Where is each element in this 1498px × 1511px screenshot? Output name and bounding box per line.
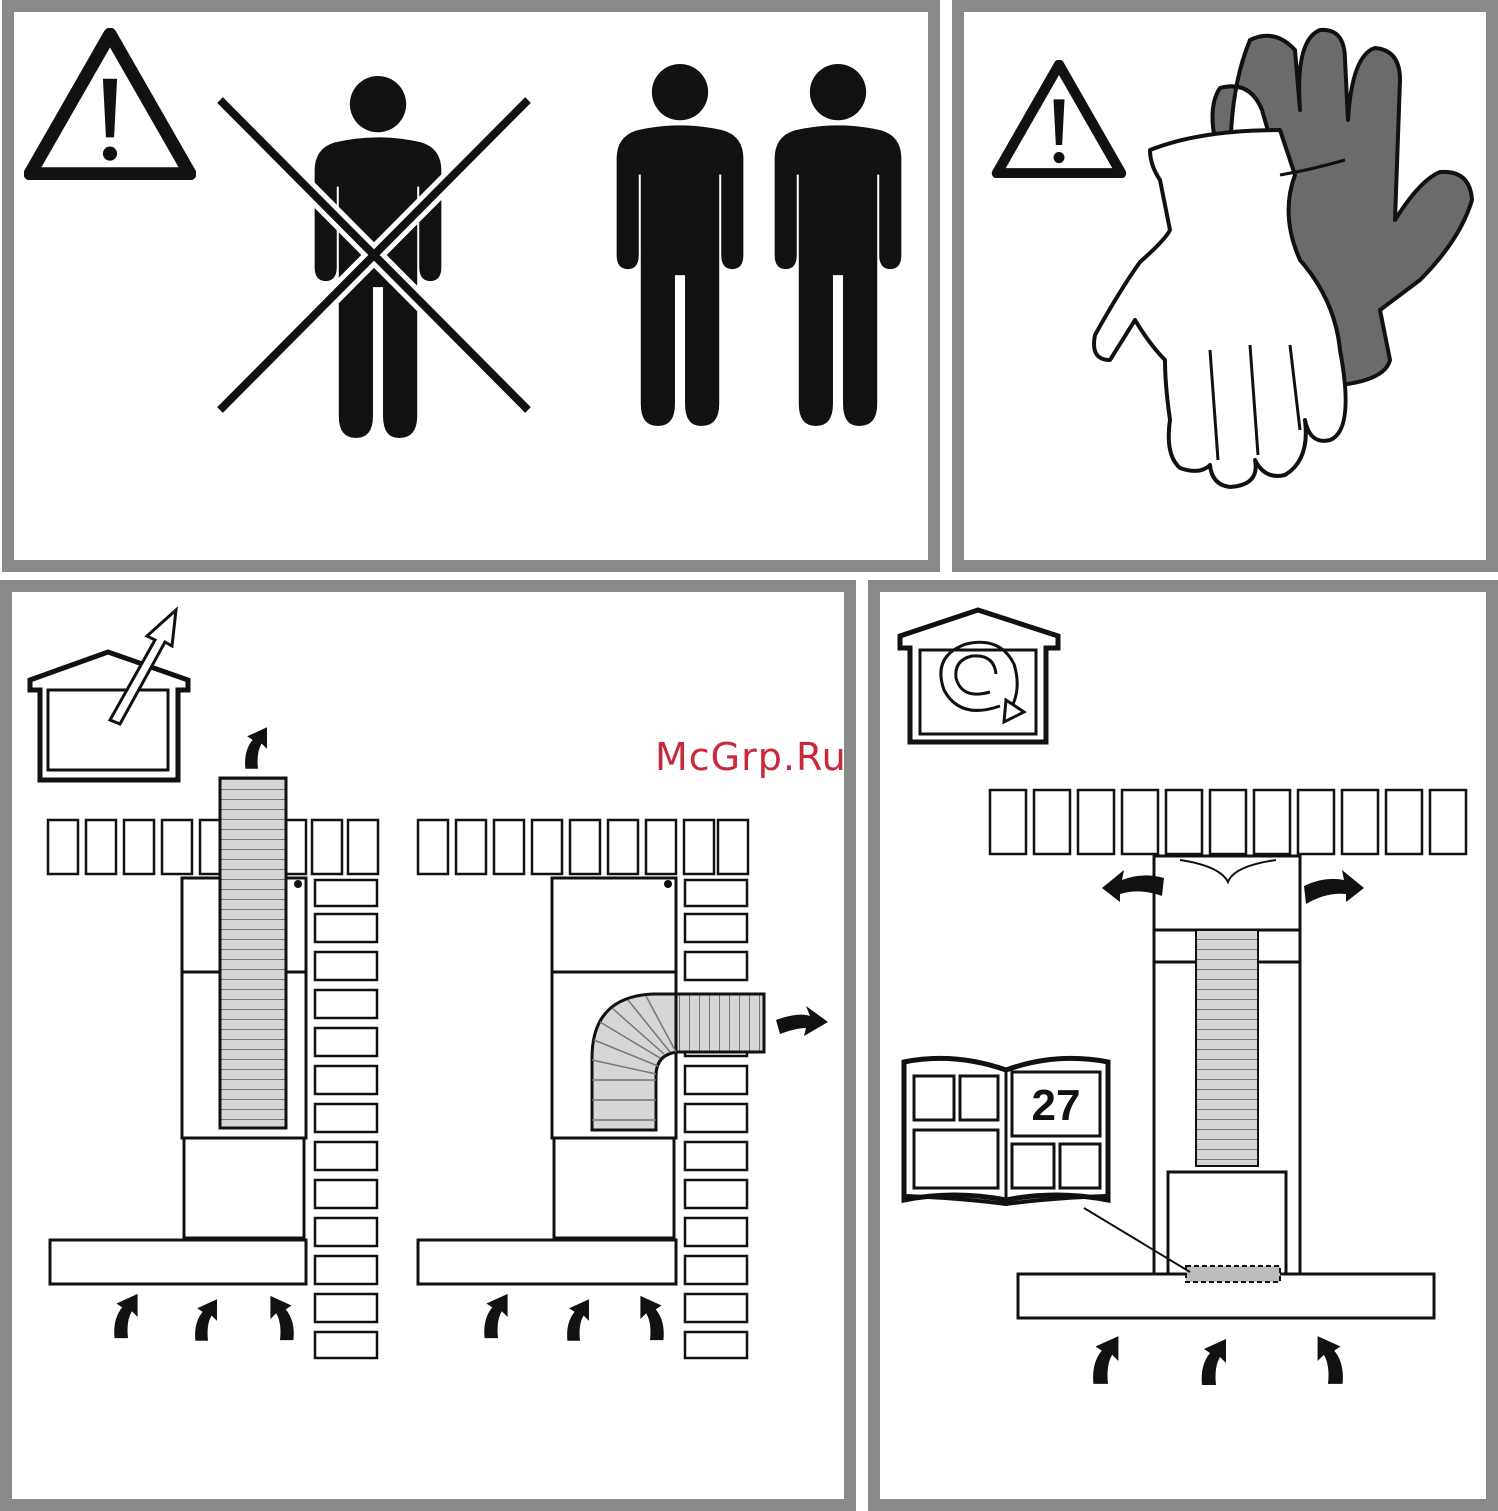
- house-recirculation-icon: [900, 610, 1058, 742]
- warning-icon: [30, 34, 190, 174]
- single-person-crossed-icon: [220, 76, 528, 438]
- manual-book-icon: 27: [904, 1058, 1108, 1204]
- warning-icon: [997, 65, 1121, 174]
- ceiling-bricks: [418, 820, 748, 874]
- wall-bricks: [685, 880, 747, 1358]
- wall-bricks: [315, 880, 377, 1358]
- two-persons-icon: [617, 64, 902, 426]
- duct-vertical-icon: [220, 778, 286, 1128]
- manual-page-number: 27: [1032, 1081, 1081, 1130]
- ceiling-bricks: [990, 790, 1466, 854]
- ceiling-bricks: [48, 820, 378, 874]
- gloves-icon: [1094, 30, 1472, 487]
- house-outlet-icon: [30, 610, 188, 780]
- duct-vertical-icon: [1196, 930, 1258, 1166]
- watermark: McGrp.Ru: [655, 735, 847, 779]
